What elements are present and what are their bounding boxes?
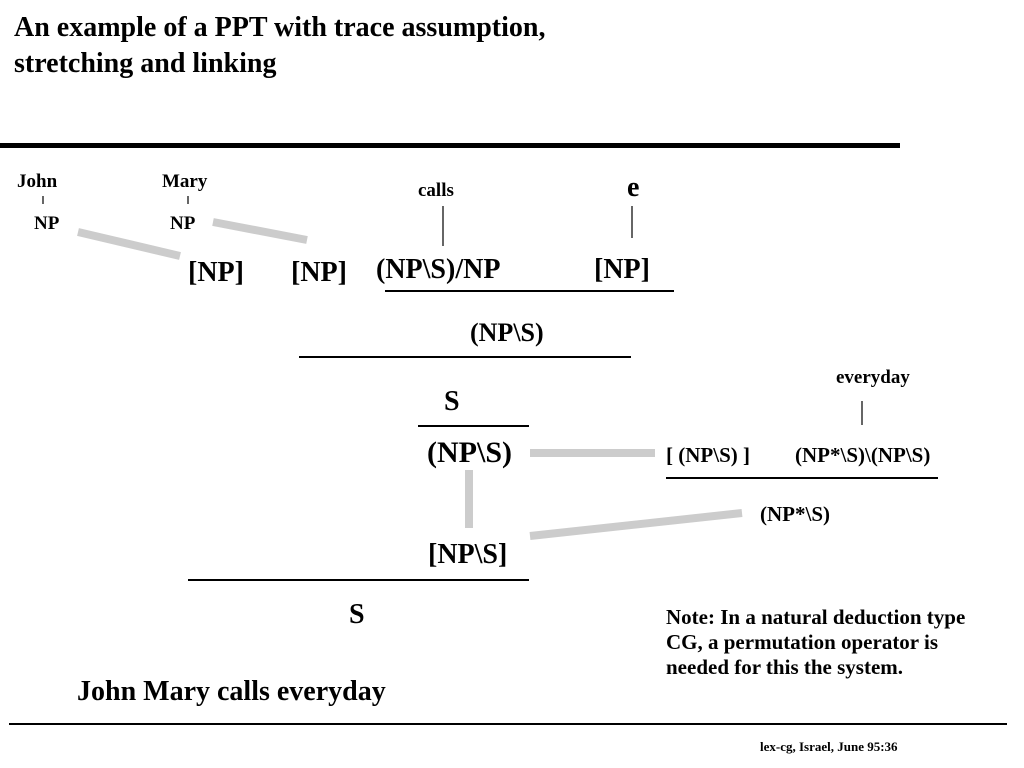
rule-2 [299, 356, 631, 358]
cat-s-final: S [349, 599, 365, 630]
rule-4 [666, 477, 938, 479]
footer-text: lex-cg, Israel, June 95:36 [760, 739, 898, 754]
cat-vp-2: (NP\S) [427, 436, 512, 469]
word-john: John [17, 171, 58, 192]
cat-trace-np-2: [NP] [291, 257, 347, 288]
link-trace-result [529, 509, 743, 540]
cat-adv-arg: [ (NP\S) ] [666, 443, 750, 467]
cat-mary-np: NP [170, 213, 196, 234]
cat-vp-1: (NP\S) [470, 318, 544, 347]
note-text: Note: In a natural deduction type CG, a … [666, 605, 966, 679]
cat-e: [NP] [594, 254, 650, 285]
word-everyday: everyday [836, 367, 910, 388]
cat-trace-vp: [NP\S] [428, 539, 508, 570]
word-calls: calls [418, 180, 454, 201]
word-mary: Mary [162, 171, 208, 192]
cat-calls: (NP\S)/NP [376, 254, 501, 285]
rule-5 [188, 579, 529, 581]
title-line-1: An example of a PPT with trace assumptio… [14, 12, 546, 43]
rule-1 [385, 290, 674, 292]
word-e: e [627, 172, 640, 203]
rule-3 [418, 425, 529, 427]
cat-s-1: S [444, 386, 460, 417]
cat-adv: (NP*\S)\(NP\S) [795, 443, 931, 467]
cat-john-np: NP [34, 213, 60, 234]
link-john-trace [77, 228, 181, 260]
title-divider [0, 143, 900, 148]
link-mary-trace [212, 218, 308, 244]
cat-trace-np-1: [NP] [188, 257, 244, 288]
slide-title: An example of a PPT with trace assumptio… [14, 10, 714, 82]
cat-adv-result: (NP*\S) [760, 502, 830, 526]
title-line-2: stretching and linking [14, 48, 277, 79]
footer-divider [9, 723, 1007, 725]
example-sentence: John Mary calls everyday [77, 676, 386, 707]
